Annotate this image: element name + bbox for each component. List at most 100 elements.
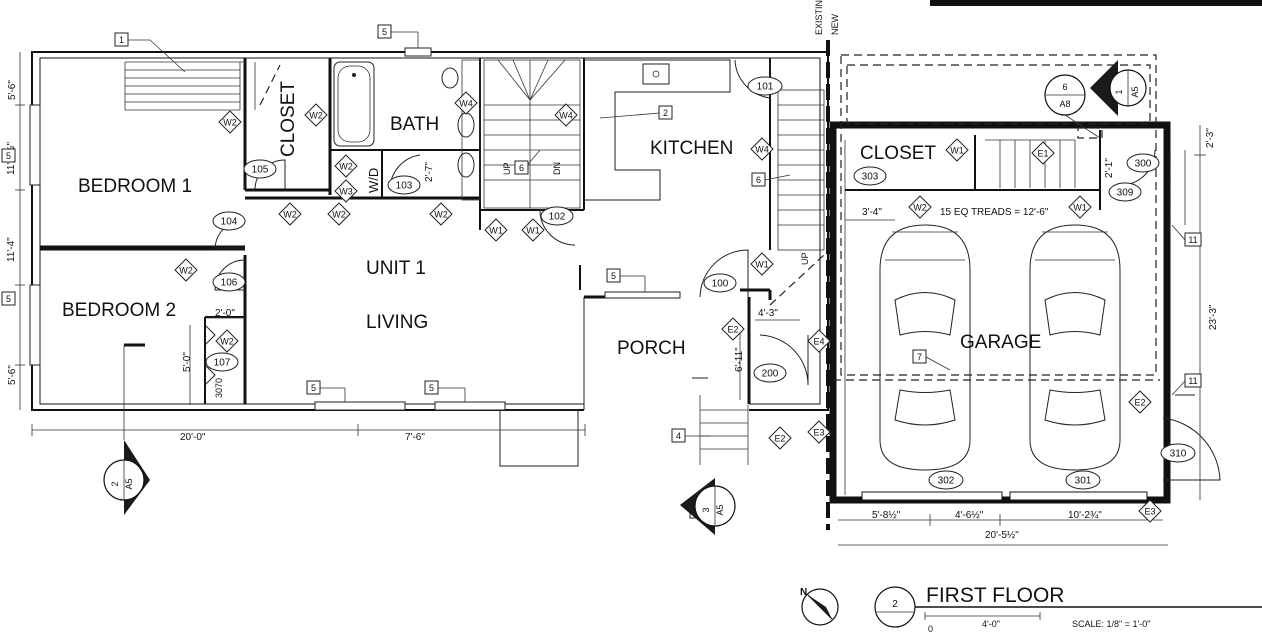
wall-tag-w4: W4 [459,99,473,109]
door-tag-310: 310 [1170,449,1187,460]
drawing-number: 2 [892,599,898,610]
wall-tag-w2: W2 [332,210,346,220]
dim-garage-right: 23'-3" [1208,304,1219,330]
dimension-labels: 5'-6" 11'-8½" 11'-4" 5'-6" 20'-0" 7'-6" … [6,80,1219,541]
wall-tag-w1: W1 [755,260,769,270]
section-mark-1: 1 A5 [1090,60,1147,116]
wall-tag-e1: E1 [1037,149,1048,159]
wall-tag-e2: E2 [1134,398,1145,408]
dim-garage-b2: 4'-6½" [955,510,984,521]
dim-closet-door: 3070 [214,378,224,398]
door-tag-103: 103 [396,181,413,192]
scale-bar-end: 4'-0" [982,619,1000,629]
keynote-5-living-a: 5 [311,383,316,393]
detail-mark-6: 6 A8 [1044,74,1103,139]
room-wd: W/D [366,168,381,193]
porch-steps [692,377,749,465]
north-label: N [800,587,807,598]
wall-tag-w2: W2 [220,337,234,347]
wall-tag-w1: W1 [526,226,540,236]
room-closet: CLOSET [278,81,299,157]
existing-label: EXISTING [814,0,824,35]
stairs-kitchen: UP [769,89,825,306]
detail-sheet: A8 [1059,99,1070,109]
door-tag-105: 105 [252,165,269,176]
wall-tag-w3: W3 [339,187,353,197]
door-tag-200: 200 [762,369,779,380]
keynote-6-center: 6 [519,163,524,173]
door-tag-100: 100 [712,279,729,290]
keynote-4: 4 [676,431,681,441]
stairs-center: UP DN [483,59,581,209]
dim-garage-mid: 2'-1" [1104,158,1115,178]
wall-tag-e3: E3 [1144,507,1155,517]
room-labels: BEDROOM 1 BEDROOM 2 CLOSET BATH W/D KITC… [62,81,1041,359]
wall-tag-w1: W1 [489,226,503,236]
detail-number: 6 [1062,82,1067,92]
wall-type-tags: W2 W2 W4 W4 W4 W2 W2 W2 W2 W1 W1 W2 W2 W… [174,91,1162,523]
title-block: 2 FIRST FLOOR 0 4'-0" SCALE: 1/8" = 1'-0… [874,584,1262,634]
room-living: LIVING [366,312,428,333]
dim-garage-top: 2'-3" [1205,128,1216,148]
keynote-5-living-b: 5 [429,383,434,393]
car-left [879,224,971,471]
door-tag-102: 102 [549,212,566,223]
dim-wd: 2'-7" [424,162,435,182]
keynote-11-bottom: 11 [1188,376,1197,386]
door-tag-309: 309 [1117,188,1134,199]
scale-bar-start: 0 [928,624,933,634]
keynote-5-top: 5 [382,27,387,37]
stairs-bedroom [124,61,281,111]
keynote-6-kitchen: 6 [756,175,761,185]
section-1-sheet: A5 [1130,86,1140,97]
dim-garage-b1: 5'-8½" [872,510,901,521]
section-3-number: 3 [701,507,711,512]
section-mark-3: 3 A5 [680,478,736,535]
wall-tag-w2: W2 [223,118,237,128]
wall-tag-e2: E2 [727,325,738,335]
stair-dn-label: DN [552,162,562,175]
existing-new-line: EXISTING NEW [814,0,1262,530]
room-closet-garage: CLOSET [860,143,936,164]
keynote-2: 2 [663,108,668,118]
wall-tag-w2: W2 [913,203,927,213]
keynote-5-bedroom1: 5 [6,151,11,161]
section-2-number: 2 [110,481,120,486]
kitchen-counters [584,59,731,201]
door-tag-101: 101 [757,82,774,93]
wall-tag-e2: E2 [774,434,785,444]
room-bedroom-1: BEDROOM 1 [78,176,192,197]
keynote-1: 1 [119,35,124,45]
dim-porch-h: 6'-11" [734,347,745,372]
door-tag-104: 104 [221,217,238,228]
dim-left-top: 5'-6" [7,80,18,100]
dim-left-b: 11'-4" [6,237,17,262]
room-bedroom-2: BEDROOM 2 [62,300,176,321]
room-unit-1: UNIT 1 [366,258,426,279]
scale-note: SCALE: 1/8" = 1'-0" [1072,619,1150,629]
wall-tag-w1: W1 [1073,203,1087,213]
windows [29,47,681,411]
door-tag-301: 301 [1075,476,1092,487]
section-2-sheet: A5 [124,478,134,489]
room-kitchen: KITCHEN [650,138,733,159]
wall-tag-w4: W4 [755,145,769,155]
door-tag-303: 303 [862,172,879,183]
dim-closet-h: 5'-0" [182,352,193,372]
door-tag-302: 302 [938,476,955,487]
drawing-title: FIRST FLOOR [926,584,1064,607]
wall-tag-w2: W2 [434,210,448,220]
room-garage: GARAGE [960,332,1041,353]
keynote-5-kitchen: 5 [611,271,616,281]
keynote-11-top: 11 [1188,235,1197,245]
section-1-number: 1 [1114,89,1124,94]
section-3-sheet: A5 [715,504,725,515]
dim-garage-b3: 10'-2¾" [1068,510,1102,521]
wall-tag-w2: W2 [283,210,297,220]
wall-tag-w2: W2 [339,162,353,172]
wall-tag-e4: E4 [813,337,824,347]
stair-note: 15 EQ TREADS = 12'-6" [940,207,1049,218]
dim-garage-stair: 3'-4" [862,207,882,218]
dim-porch-w: 4'-3" [758,308,778,319]
